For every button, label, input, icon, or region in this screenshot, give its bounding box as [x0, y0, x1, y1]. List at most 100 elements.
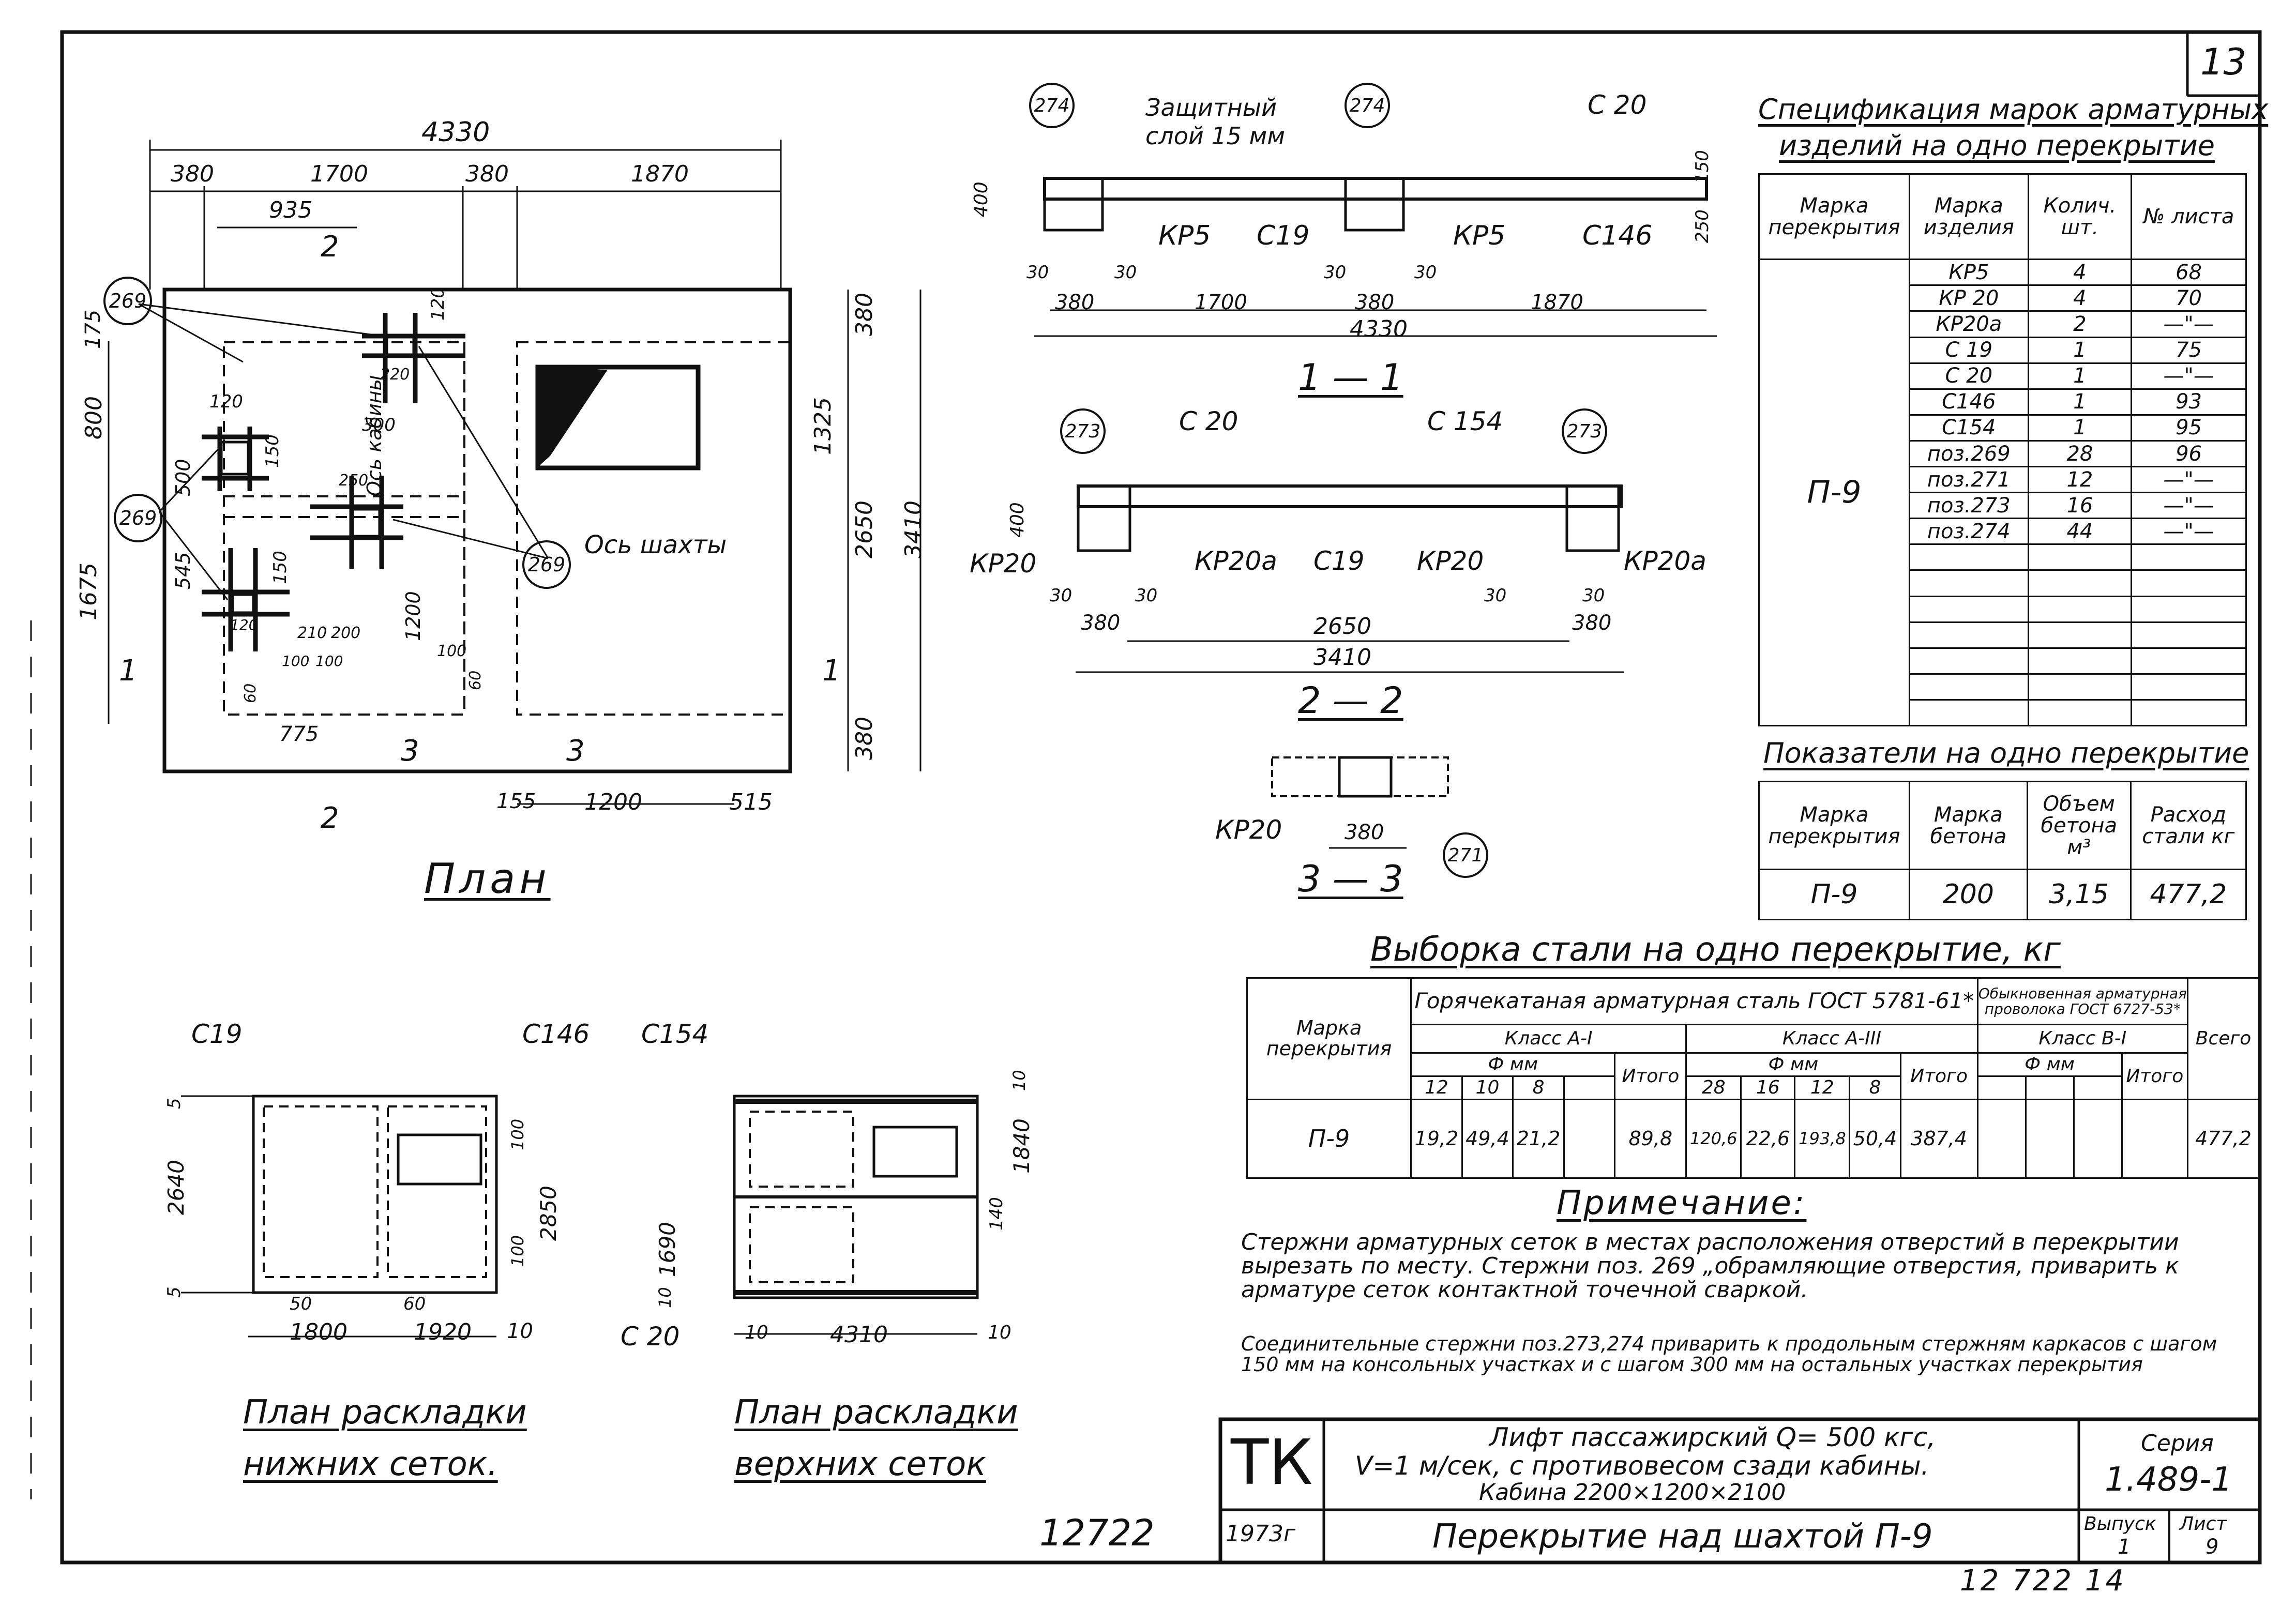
cell: 4: [2027, 259, 2133, 286]
plan-dim: 935: [269, 197, 312, 223]
col-header: Всего: [2187, 977, 2260, 1100]
col-header: Итого: [1899, 1052, 1978, 1100]
cell: 8: [1849, 1075, 1901, 1100]
callout-marker: 273: [1060, 408, 1106, 454]
cell: 28: [1685, 1075, 1742, 1100]
series-label: Серия: [2141, 1430, 2214, 1456]
class-header: Класс А-III: [1685, 1024, 1978, 1054]
label: С146: [1582, 220, 1653, 251]
cell: 16: [2027, 492, 2133, 520]
cell: П-9: [1758, 869, 1910, 920]
dim: 2850: [536, 1186, 561, 1241]
plan-dim: 380: [465, 161, 509, 187]
dim: 30: [1324, 262, 1347, 283]
label: С 20: [1588, 90, 1647, 120]
dim: 100: [508, 1235, 527, 1267]
cell: 21,2: [1512, 1099, 1565, 1179]
dim: 30: [1026, 262, 1049, 283]
issue-value: 1: [2118, 1535, 2131, 1559]
cell: —"—: [2131, 492, 2247, 520]
col-header: Объем бетона м³: [2026, 781, 2132, 870]
cell: 10: [1461, 1075, 1514, 1100]
dim: 1920: [414, 1319, 472, 1345]
plan-dim: 1870: [631, 161, 689, 187]
section-mark: 2: [321, 230, 339, 264]
dim: 3410: [1313, 644, 1371, 671]
cell: 1: [2027, 336, 2133, 364]
plan-dim: 1675: [75, 563, 102, 620]
plan-dim: 175: [81, 309, 105, 349]
dim: 380: [1572, 611, 1612, 635]
dim: 30: [1050, 585, 1073, 606]
series-value: 1.489-1: [2105, 1461, 2233, 1499]
class-header: Класс В-I: [1976, 1024, 2189, 1054]
plan-dim: 2650: [851, 500, 878, 558]
cabin-axis-label: Ось кабины: [363, 375, 386, 497]
dim: 400: [971, 181, 992, 217]
dim: 10: [507, 1319, 533, 1343]
callout-marker: 271: [1443, 832, 1488, 878]
label: Защитный: [1145, 94, 1277, 122]
dim: 30: [1114, 262, 1137, 283]
plan-title: План: [424, 855, 551, 903]
issue-label: Выпуск: [2084, 1513, 2156, 1535]
cell: —"—: [2131, 362, 2247, 390]
plan-dim: 100: [315, 652, 343, 670]
plan-dim: 380: [851, 717, 878, 760]
label: КР20: [1417, 546, 1484, 576]
plan-dim: 1200: [402, 591, 425, 641]
cell: 1: [2027, 388, 2133, 416]
callout-marker: 269: [114, 494, 162, 542]
dim: 250: [1692, 209, 1713, 243]
org-code: ТК: [1231, 1427, 1313, 1499]
cell: 2: [2027, 310, 2133, 338]
section-mark: 1: [822, 654, 841, 688]
stamp-number: 12722: [1039, 1512, 1155, 1554]
section-mark: 3: [401, 734, 419, 768]
cell: [2121, 1099, 2189, 1179]
label: слой 15 мм: [1145, 122, 1285, 150]
lower-mesh-title-2: нижних сеток.: [243, 1445, 498, 1483]
label: КР5: [1453, 220, 1506, 251]
cell: [1563, 1099, 1616, 1179]
cell: 75: [2131, 336, 2247, 364]
plan-dim: 200: [331, 624, 361, 642]
cell: С 19: [1908, 336, 2029, 364]
col-header: Марка изделия: [1908, 173, 2029, 261]
dim: 10: [745, 1322, 768, 1343]
callout-marker: 274: [1029, 83, 1075, 128]
steel-table-title: Выборка стали на одно перекрытие, кг: [1370, 931, 2061, 969]
cell: 44: [2027, 518, 2133, 545]
cell: 95: [2131, 414, 2247, 442]
stamp-number-bottom: 12 722 14: [1960, 1564, 2126, 1598]
diam-header: Ф мм: [1410, 1052, 1616, 1077]
notes-title: Примечание:: [1557, 1184, 1807, 1222]
section-title: 2 — 2: [1298, 679, 1403, 722]
plan-dim: 545: [172, 552, 194, 589]
cell: 68: [2131, 259, 2247, 286]
cell: 16: [1740, 1075, 1796, 1100]
plan-dim: 380: [851, 293, 878, 336]
plan-dim: 380: [171, 161, 214, 187]
cell: [2073, 1099, 2123, 1179]
dim: 1840: [1009, 1118, 1034, 1174]
cell: КР20а: [1908, 310, 2029, 338]
dim: 380: [1055, 291, 1095, 314]
plan-dim: 155: [496, 790, 536, 813]
plan-dim: 150: [262, 434, 283, 468]
cell: поз.269: [1908, 439, 2029, 468]
label: КР5: [1158, 220, 1211, 251]
plan-dim: 500: [172, 459, 194, 496]
cell: 200: [1908, 869, 2028, 920]
cell: 120,6: [1685, 1099, 1742, 1179]
col-header: Марка перекрытия: [1758, 173, 1910, 261]
label: КР20а: [1195, 546, 1277, 576]
year: 1973г: [1226, 1521, 1296, 1547]
lower-mesh-title: План раскладки: [243, 1393, 527, 1432]
cell: —"—: [2131, 466, 2247, 494]
steel-table: Марка перекрытия Горячекатаная арматурна…: [1246, 977, 2260, 1179]
sheet-value: 9: [2206, 1535, 2219, 1559]
cell: 4: [2027, 284, 2133, 312]
cell: 70: [2131, 284, 2247, 312]
col-header: Расход стали кг: [2129, 781, 2247, 870]
